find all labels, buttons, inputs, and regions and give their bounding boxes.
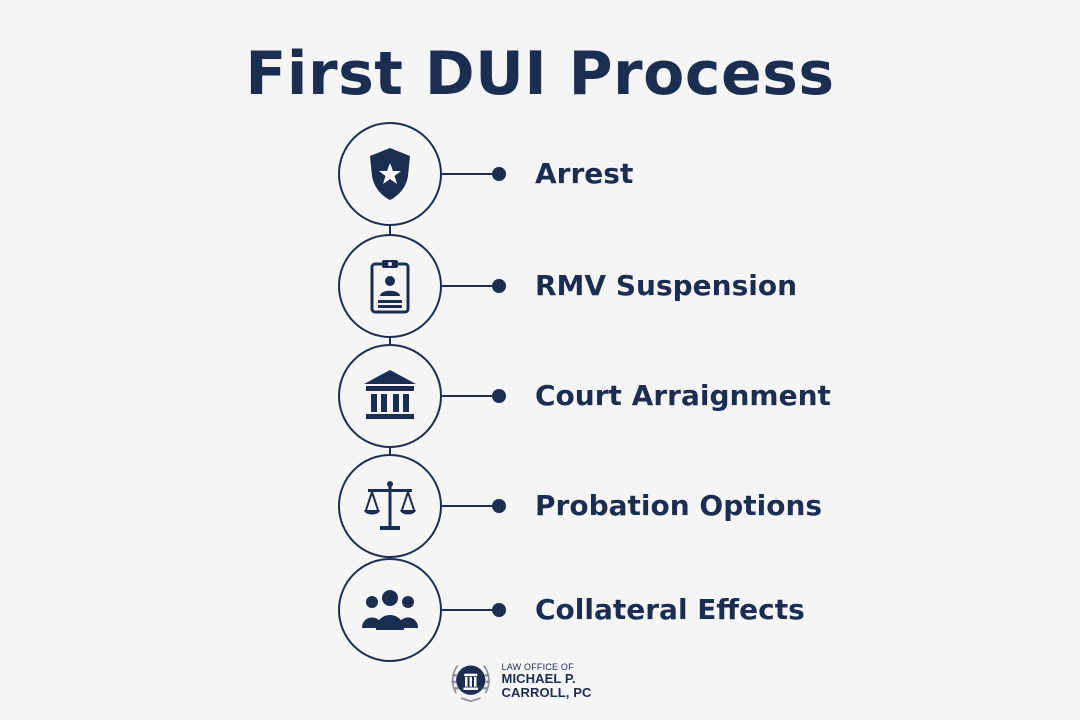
step-icon-circle [338, 122, 442, 226]
step-dot [492, 167, 506, 181]
step-dot [492, 279, 506, 293]
step-connector [442, 609, 494, 611]
step-label: Probation Options [535, 489, 823, 522]
law-office-logo: LAW OFFICE OF MICHAEL P. CARROLL, PC [448, 650, 638, 712]
step-label: Arrest [535, 157, 634, 190]
step-icon-circle [338, 344, 442, 448]
step-court-arraignment: Court Arraignment [0, 344, 1080, 448]
step-dot [492, 499, 506, 513]
scales-of-justice-icon [364, 481, 416, 530]
step-icon-circle [338, 558, 442, 662]
laurel-column-icon [451, 665, 491, 703]
courthouse-icon [364, 370, 416, 419]
step-icon-circle [338, 234, 442, 338]
step-connector [442, 505, 494, 507]
step-label: Collateral Effects [535, 593, 805, 626]
group-of-people-icon [362, 590, 418, 630]
step-label: Court Arraignment [535, 379, 831, 412]
step-connector [442, 285, 494, 287]
step-collateral-effects: Collateral Effects [0, 558, 1080, 662]
step-icon-circle [338, 454, 442, 558]
police-badge-icon [370, 148, 410, 200]
step-rmv-suspension: RMV Suspension [0, 234, 1080, 338]
step-connector [442, 395, 494, 397]
page-title: First DUI Process [245, 39, 835, 109]
step-dot [492, 603, 506, 617]
step-connector [442, 173, 494, 175]
step-arrest: Arrest [0, 122, 1080, 226]
id-clipboard-icon [370, 260, 410, 314]
step-dot [492, 389, 506, 403]
logo-line-2: MICHAEL P. CARROLL, PC [501, 671, 592, 700]
step-label: RMV Suspension [535, 269, 798, 302]
logo-line-1: LAW OFFICE OF [501, 661, 574, 672]
step-probation-options: Probation Options [0, 454, 1080, 558]
